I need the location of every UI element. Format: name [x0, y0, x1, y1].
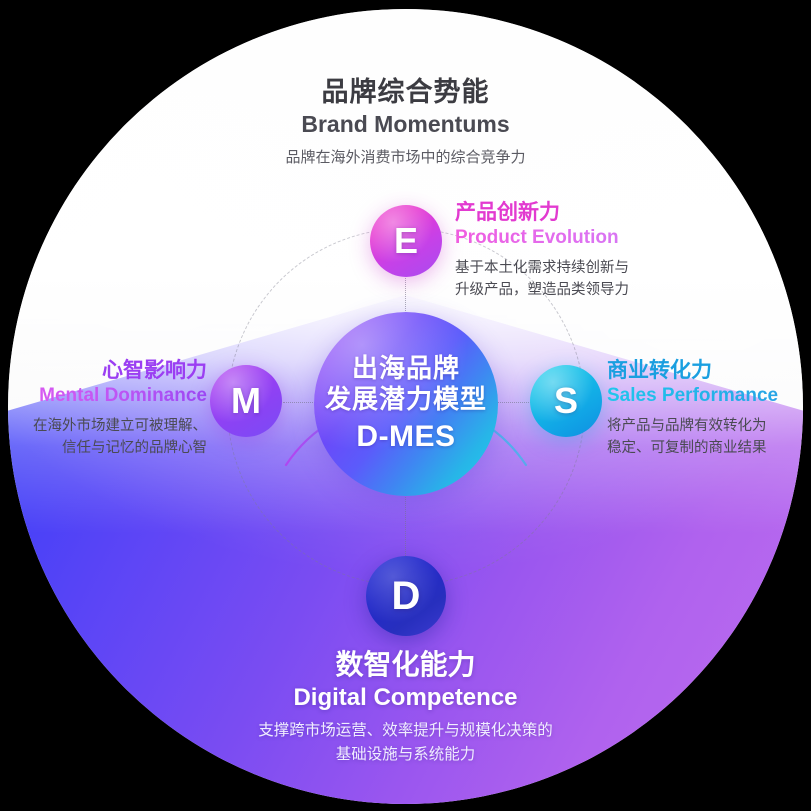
core-line-1: 出海品牌 — [351, 353, 460, 384]
spoke-center-to-s — [498, 402, 531, 403]
header-subtitle: 品牌在海外消费市场中的综合竞争力 — [285, 149, 526, 166]
label-s-desc-line2: 稳定、可复制的商业结果 — [607, 440, 767, 457]
badge-sales-performance[interactable]: S — [530, 365, 602, 437]
label-s-title-en: Sales Performance — [607, 384, 811, 408]
header-title-cn: 品牌综合势能 — [321, 77, 490, 107]
label-e-desc-line1: 基于本土化需求持续创新与 — [455, 259, 629, 276]
label-digital-competence: 数智化能力 Digital Competence 支撑跨市场运营、效率提升与规模… — [0, 648, 811, 768]
label-d-title-en: Digital Competence — [293, 683, 518, 711]
label-s-desc: 将产品与品牌有效转化为 稳定、可复制的商业结果 — [607, 415, 811, 460]
label-d-desc-line1: 支撑跨市场运营、效率提升与规模化决策的 — [258, 721, 553, 739]
label-d-desc: 支撑跨市场运营、效率提升与规模化决策的 基础设施与系统能力 — [0, 719, 811, 769]
label-m-desc: 在海外市场建立可被理解、 信任与记忆的品牌心智 — [0, 415, 207, 460]
badge-digital-competence[interactable]: D — [366, 556, 446, 636]
spoke-center-to-e — [405, 278, 406, 313]
label-m-desc-line1: 在海外市场建立可被理解、 — [33, 417, 207, 434]
label-s-title-cn: 商业转化力 — [607, 359, 712, 382]
label-mental-dominance: 心智影响力 Mental Dominance 在海外市场建立可被理解、 信任与记… — [0, 358, 207, 460]
label-d-title-cn: 数智化能力 — [335, 649, 476, 680]
label-e-title-cn: 产品创新力 — [455, 201, 560, 224]
label-m-desc-line2: 信任与记忆的品牌心智 — [62, 440, 207, 457]
spoke-m-to-center — [283, 402, 315, 403]
label-e-desc-line2: 升级产品，塑造品类领导力 — [455, 282, 629, 299]
label-sales-performance: 商业转化力 Sales Performance 将产品与品牌有效转化为 稳定、可… — [607, 358, 811, 460]
label-s-desc-line1: 将产品与品牌有效转化为 — [607, 417, 767, 434]
badge-product-evolution[interactable]: E — [370, 205, 442, 277]
label-e-desc: 基于本土化需求持续创新与 升级产品，塑造品类领导力 — [455, 257, 670, 302]
header-block: 品牌综合势能 Brand Momentums 品牌在海外消费市场中的综合竞争力 — [0, 70, 811, 167]
header-title-en: Brand Momentums — [301, 111, 510, 137]
label-d-desc-line2: 基础设施与系统能力 — [335, 746, 476, 764]
label-m-title-en: Mental Dominance — [0, 384, 207, 408]
spoke-center-to-d — [405, 494, 406, 556]
core-acronym: D-MES — [356, 420, 456, 454]
label-e-title-en: Product Evolution — [455, 226, 670, 250]
label-product-evolution: 产品创新力 Product Evolution 基于本土化需求持续创新与 升级产… — [455, 200, 670, 302]
badge-mental-dominance[interactable]: M — [210, 365, 282, 437]
core-line-2: 发展潜力模型 — [324, 383, 487, 414]
label-m-title-cn: 心智影响力 — [102, 359, 207, 382]
core-model-circle[interactable]: 出海品牌 发展潜力模型 D-MES — [314, 312, 498, 496]
